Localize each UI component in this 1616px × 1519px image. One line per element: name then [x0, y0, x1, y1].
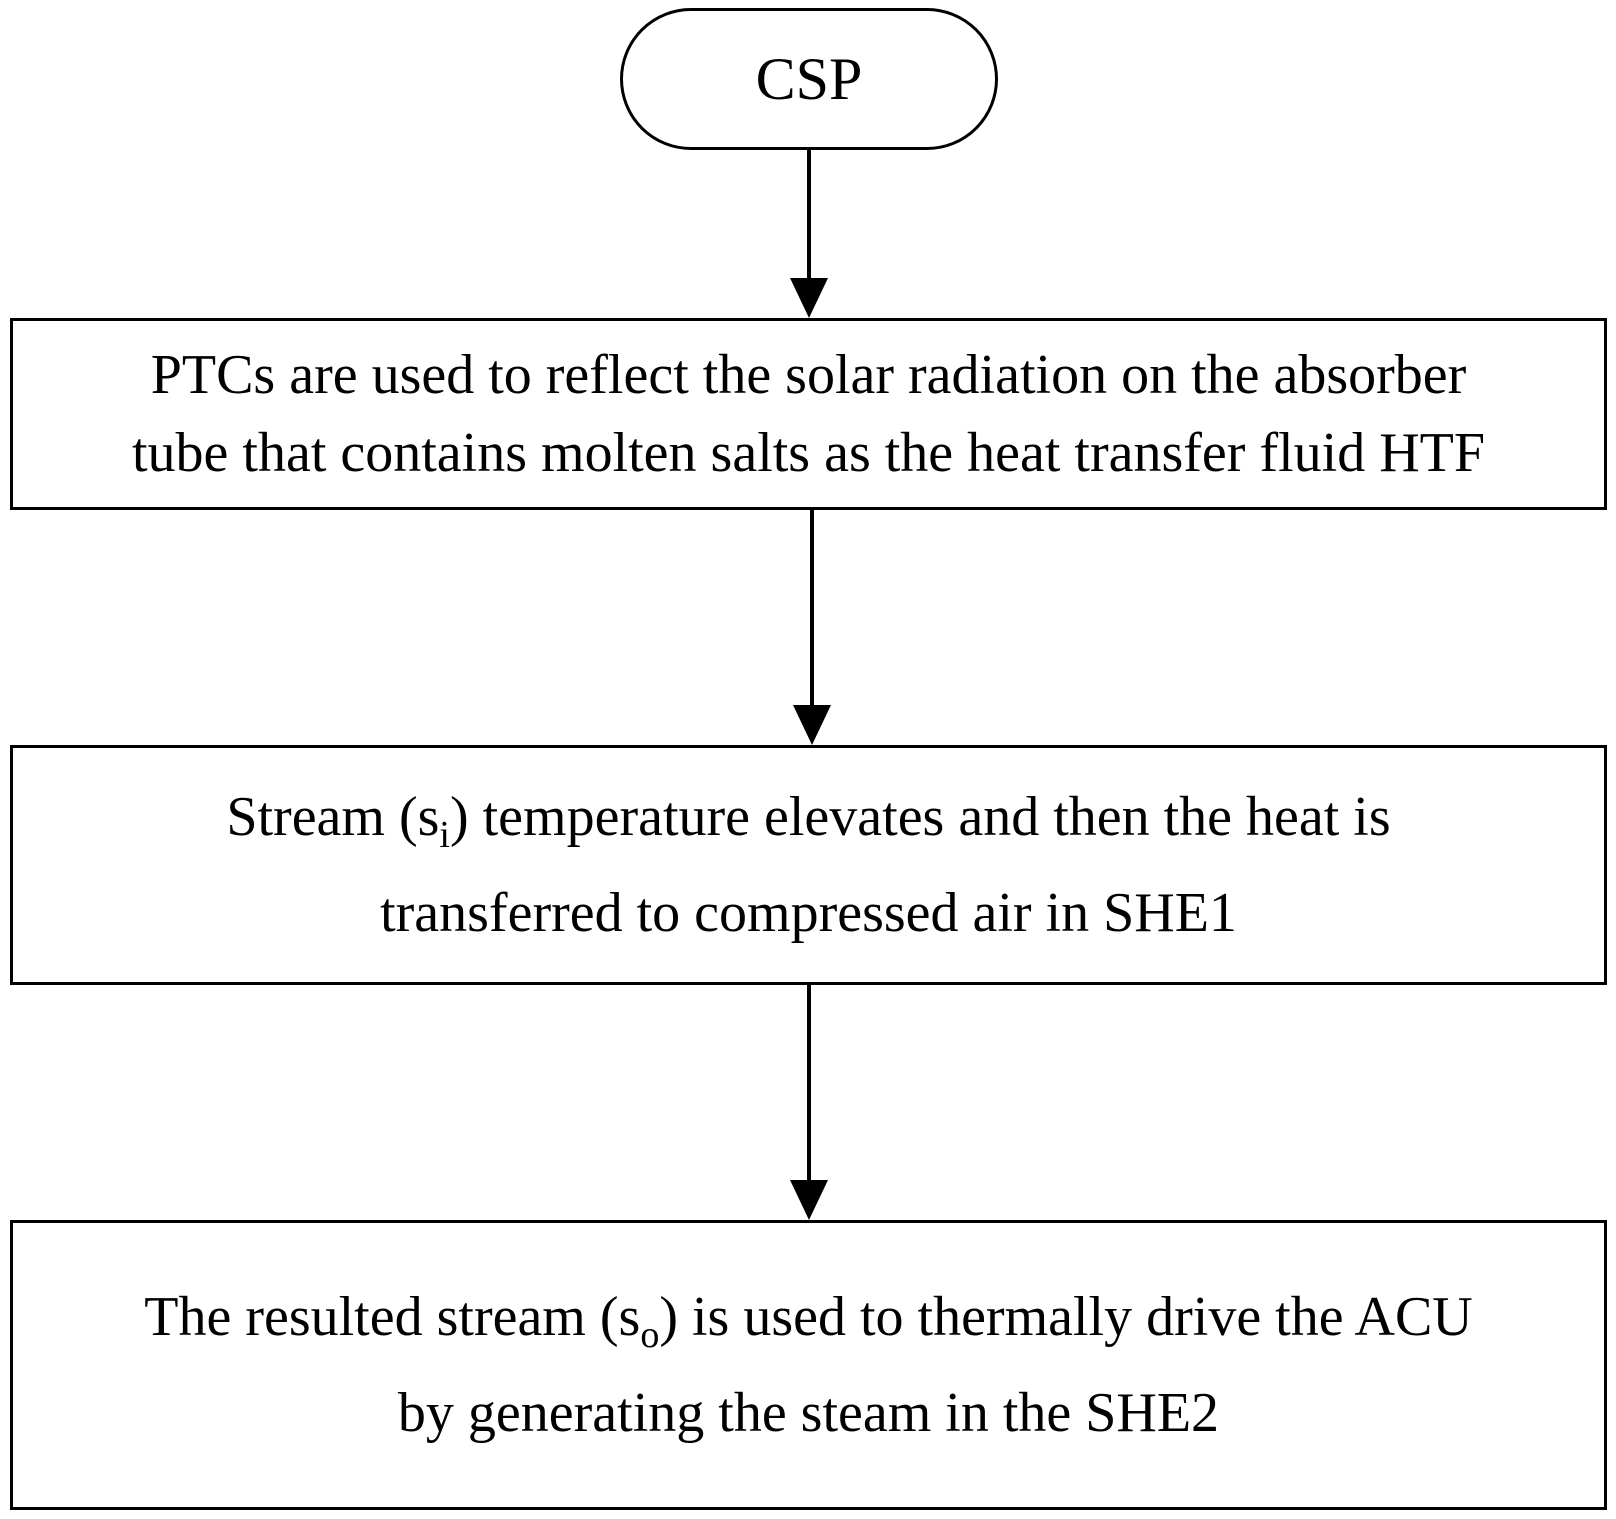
process-box-ptcs: PTCs are used to reflect the solar radia… — [10, 318, 1607, 510]
arrow-step2-to-step3 — [790, 985, 828, 1220]
stream-si-subscript: i — [439, 814, 450, 857]
start-terminal-label: CSP — [755, 45, 863, 112]
process-box-stream-so: The resulted stream (so) is used to ther… — [10, 1220, 1607, 1510]
process-box-stream-si-line-1: Stream (si) temperature elevates and the… — [226, 778, 1390, 874]
start-terminal-csp: CSP — [620, 8, 998, 150]
process-box-stream-si: Stream (si) temperature elevates and the… — [10, 745, 1607, 985]
stream-so-text-post: ) is used to thermally drive the ACU — [659, 1285, 1473, 1348]
stream-so-text-pre: The resulted stream (s — [144, 1285, 641, 1348]
stream-so-subscript: o — [640, 1314, 660, 1357]
process-box-ptcs-line-2: tube that contains molten salts as the h… — [132, 422, 1485, 484]
process-box-ptcs-line-1: PTCs are used to reflect the solar radia… — [150, 344, 1467, 406]
process-box-stream-so-line-1: The resulted stream (so) is used to ther… — [144, 1278, 1472, 1374]
process-box-stream-so-line-2: by generating the steam in the SHE2 — [397, 1382, 1220, 1445]
stream-si-text-pre: Stream (s — [226, 785, 440, 848]
process-box-stream-si-line-2: transferred to compressed air in SHE1 — [380, 882, 1237, 945]
arrow-step1-to-step2 — [793, 510, 831, 745]
stream-si-text-post: ) temperature elevates and then the heat… — [449, 785, 1391, 848]
arrow-csp-to-step1 — [790, 150, 828, 318]
